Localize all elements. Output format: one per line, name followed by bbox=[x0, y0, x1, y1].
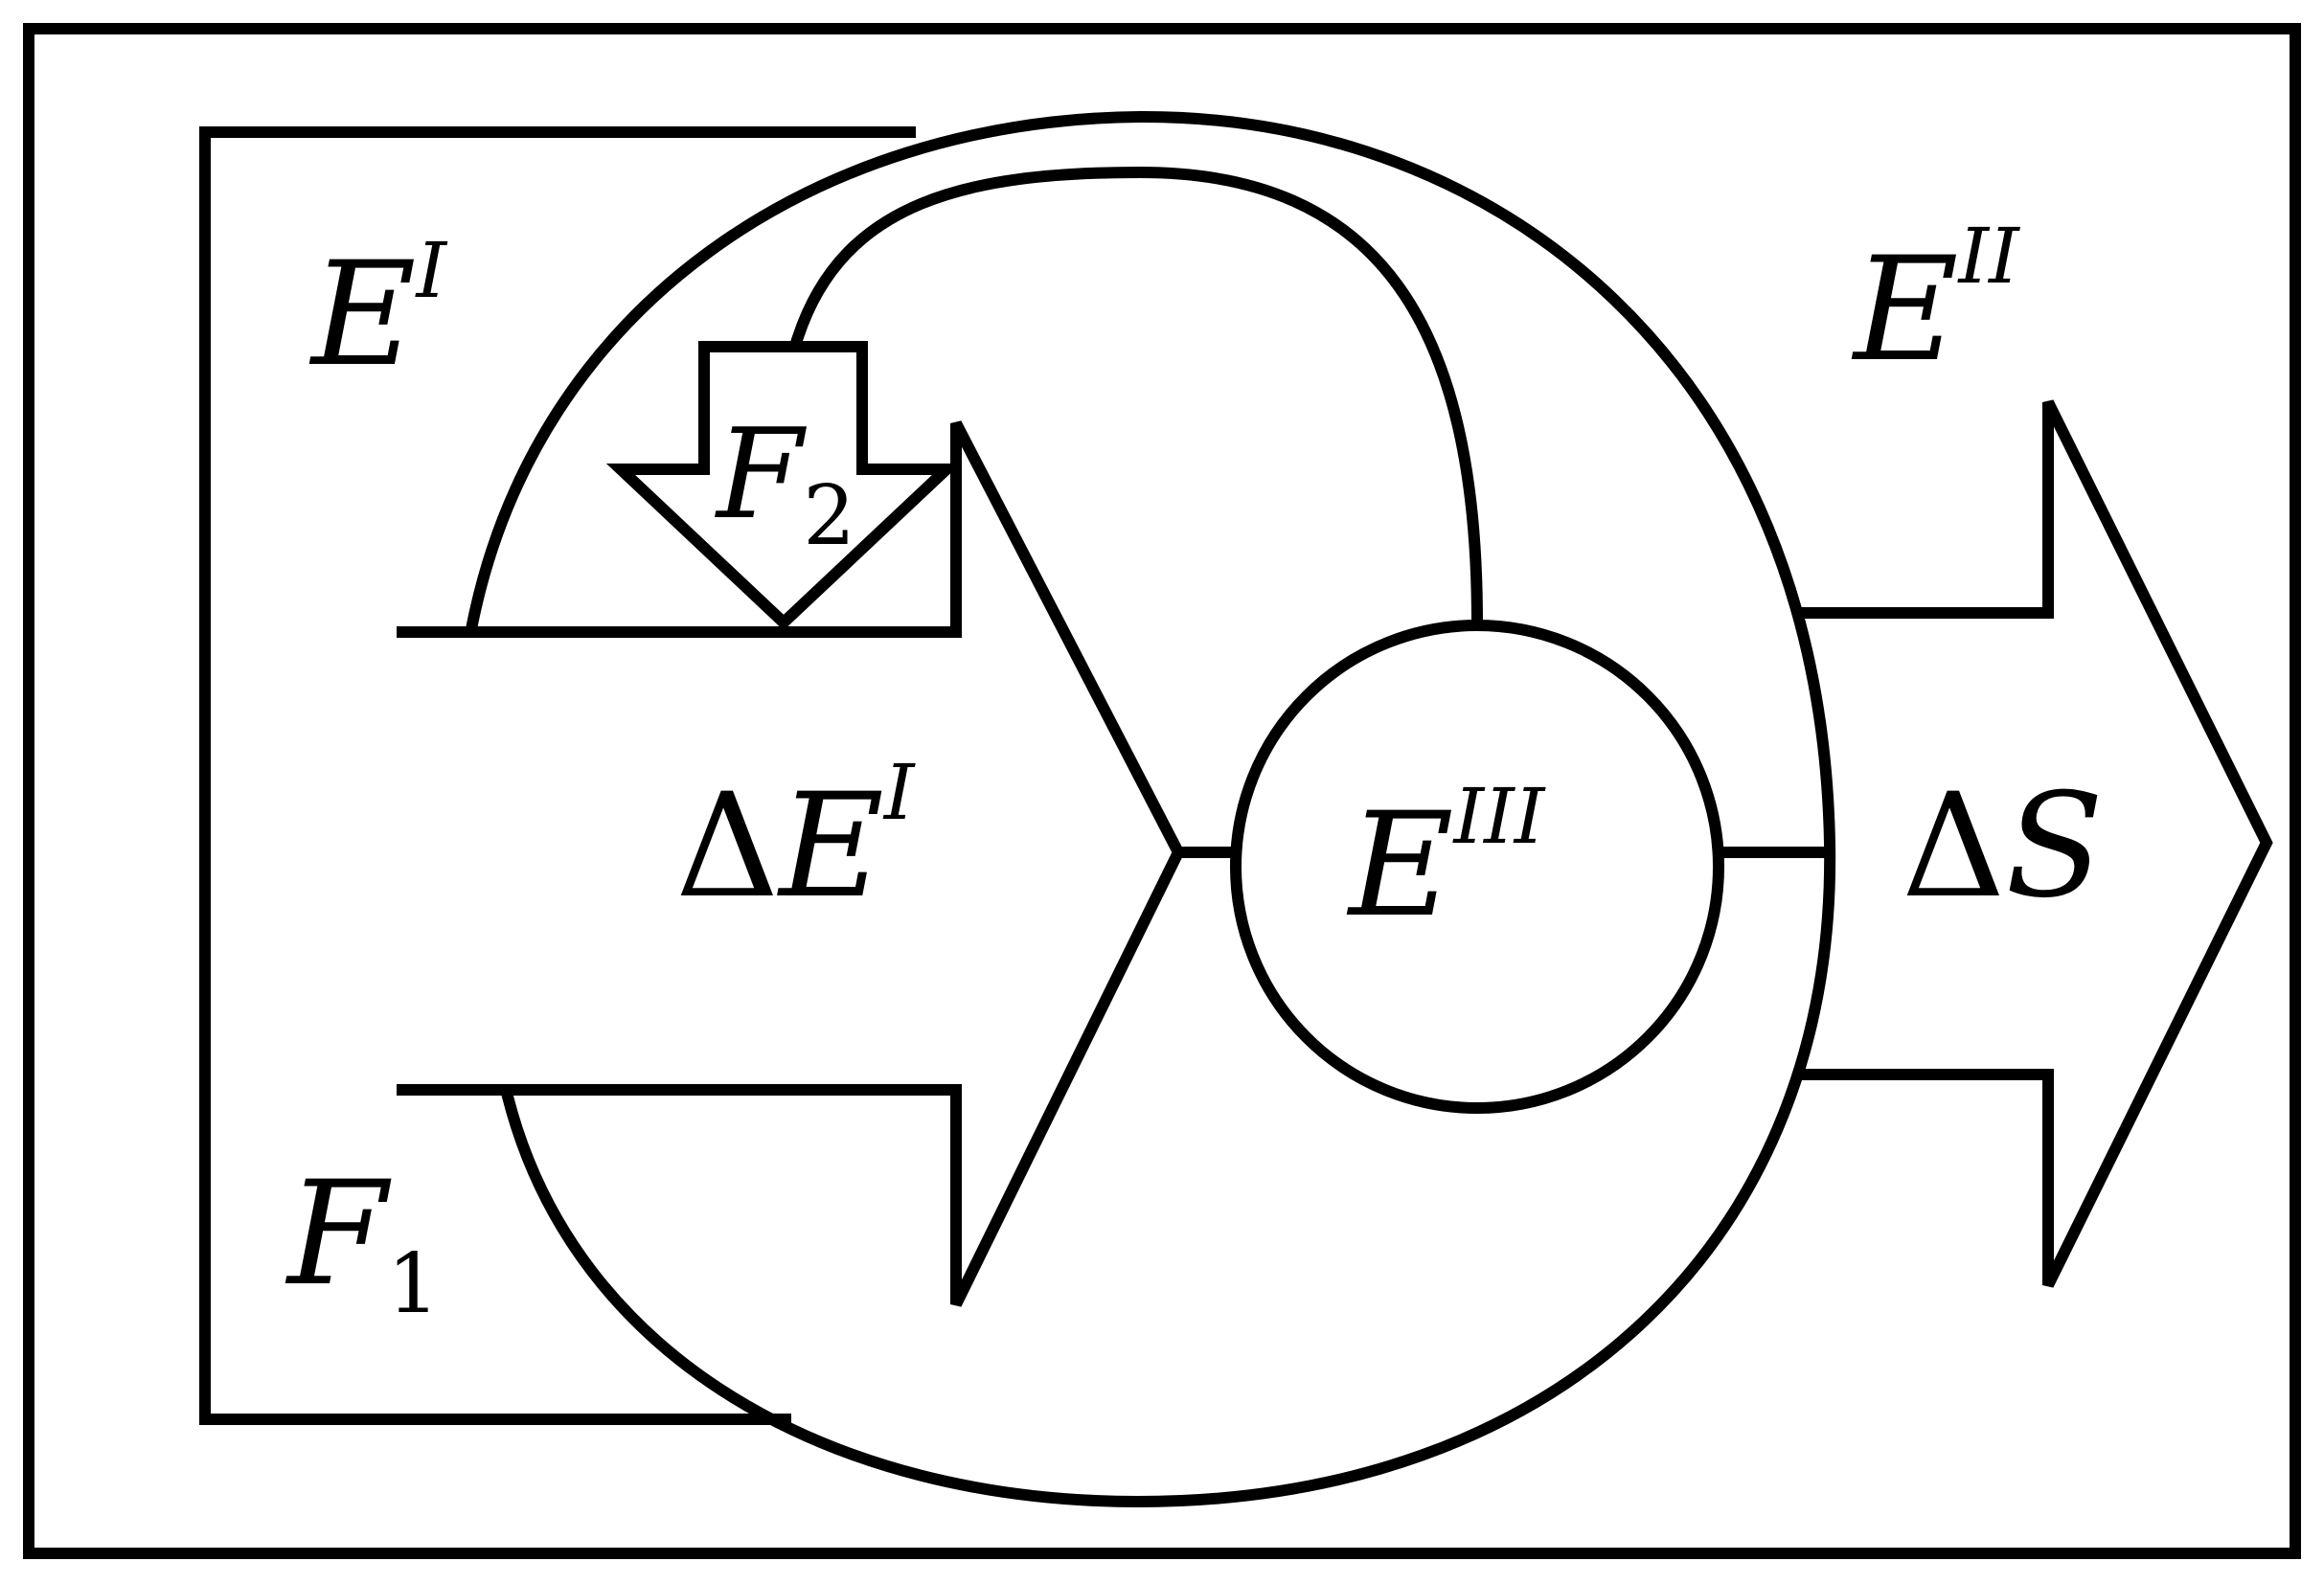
output-arrow bbox=[1793, 399, 2273, 1288]
outer-frame bbox=[23, 23, 2301, 1559]
inner-rectangle bbox=[199, 126, 916, 1425]
label-e2: EII bbox=[1851, 212, 2020, 394]
small-circle bbox=[1230, 620, 1724, 1114]
label-delta-e1: ΔEI bbox=[675, 748, 916, 930]
label-f1: F1 bbox=[285, 1151, 440, 1332]
label-delta-s: ΔS bbox=[1902, 763, 2104, 930]
label-e3: EIII bbox=[1346, 772, 1546, 949]
label-f2: F2 bbox=[715, 401, 855, 564]
f2-arrow bbox=[605, 341, 962, 631]
big-circle-arc bbox=[465, 110, 1836, 1508]
inner-arc bbox=[790, 166, 1484, 629]
label-e1: EI bbox=[308, 226, 448, 398]
